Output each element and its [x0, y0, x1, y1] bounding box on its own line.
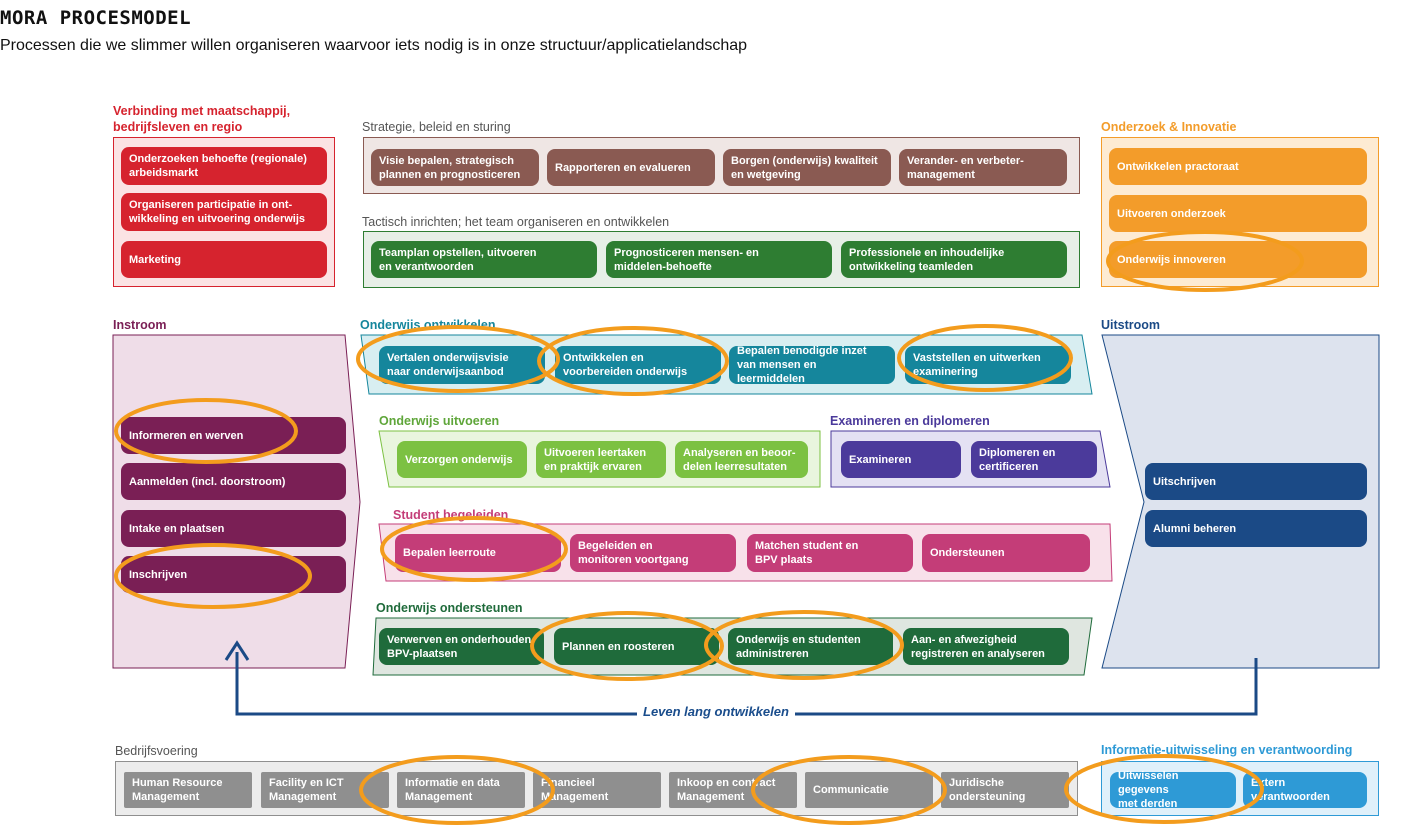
verbinding-item-2: Marketing — [121, 241, 327, 278]
onderzoek-label: Onderzoek & Innovatie — [1101, 120, 1237, 134]
tactisch-label: Tactisch inrichten; het team organiseren… — [362, 215, 670, 229]
uitstroom-item-0: Uitschrijven — [1145, 463, 1367, 500]
informatie-item-1: Extern verantwoorden — [1243, 772, 1367, 808]
instroom-label: Instroom — [113, 318, 167, 332]
strategie-item-0: Visie bepalen, strategisch plannen en pr… — [371, 149, 539, 186]
strategie-label: Strategie, beleid en sturing — [362, 120, 511, 134]
bedrijfsvoering-item-3: Financieel Management — [533, 772, 661, 808]
cycle-label: Leven lang ontwikkelen — [637, 704, 795, 719]
onderwijs-ontwikkelen-item-1: Ontwikkelen en voorbereiden onderwijs — [555, 346, 721, 384]
onderwijs-ontwikkelen-item-0: Vertalen onderwijsvisie naar onderwijsaa… — [379, 346, 545, 384]
onderwijs-uitvoeren-label: Onderwijs uitvoeren — [379, 414, 500, 428]
onderzoek-item-0: Ontwikkelen practoraat — [1109, 148, 1367, 185]
tactisch-item-0: Teamplan opstellen, uitvoeren en verantw… — [371, 241, 597, 278]
verbinding-item-1: Organiseren participatie in ont- wikkeli… — [121, 193, 327, 231]
uitstroom-label: Uitstroom — [1101, 318, 1161, 332]
page-title: MORA PROCESMODEL — [0, 7, 192, 29]
examineren-item-0: Examineren — [841, 441, 961, 478]
onderwijs-ontwikkelen-item-2: Bepalen benodigde inzet van mensen en le… — [729, 345, 895, 385]
informatie-label: Informatie-uitwisseling en verantwoordin… — [1101, 743, 1353, 757]
uitstroom-item-1: Alumni beheren — [1145, 510, 1367, 547]
page-subtitle: Processen die we slimmer willen organise… — [0, 37, 748, 54]
bedrijfsvoering-item-1: Facility en ICT Management — [261, 772, 389, 808]
onderwijs-ontwikkelen-item-3: Vaststellen en uitwerken examinering — [905, 346, 1071, 384]
student-begeleiden-item-1: Begeleiden en monitoren voortgang — [570, 534, 736, 572]
informatie-item-0: Uitwisselen gegevens met derden — [1110, 770, 1236, 810]
examineren-item-1: Diplomeren en certificeren — [971, 441, 1097, 478]
instroom-item-2: Intake en plaatsen — [121, 510, 346, 547]
bedrijfsvoering-label: Bedrijfsvoering — [115, 744, 198, 758]
onderwijs-ondersteunen-item-0: Verwerven en onderhouden BPV-plaatsen — [379, 628, 544, 665]
strategie-item-3: Verander- en verbeter- management — [899, 149, 1067, 186]
strategie-item-1: Rapporteren en evalueren — [547, 149, 715, 186]
uitstroom-arrow-panel — [1101, 334, 1380, 669]
onderwijs-ondersteunen-label: Onderwijs ondersteunen — [376, 601, 523, 615]
verbinding-item-0: Onderzoeken behoefte (regionale) arbeids… — [121, 147, 327, 185]
onderzoek-item-1: Uitvoeren onderzoek — [1109, 195, 1367, 232]
instroom-item-3: Inschrijven — [121, 556, 346, 593]
onderwijs-ondersteunen-item-2: Onderwijs en studenten administreren — [728, 628, 893, 665]
student-begeleiden-item-0: Bepalen leerroute — [395, 534, 561, 572]
onderzoek-item-2: Onderwijs innoveren — [1109, 241, 1367, 278]
tactisch-item-1: Prognosticeren mensen- en middelen-behoe… — [606, 241, 832, 278]
onderwijs-ondersteunen-item-3: Aan- en afwezigheid registreren en analy… — [903, 628, 1069, 665]
strategie-item-2: Borgen (onderwijs) kwaliteit en wetgevin… — [723, 149, 891, 186]
bedrijfsvoering-item-2: Informatie en data Management — [397, 772, 525, 808]
onderwijs-ondersteunen-item-1: Plannen en roosteren — [554, 628, 719, 665]
instroom-item-1: Aanmelden (incl. doorstroom) — [121, 463, 346, 500]
tactisch-item-2: Professionele en inhoudelijke ontwikkeli… — [841, 241, 1067, 278]
bedrijfsvoering-item-0: Human Resource Management — [124, 772, 252, 808]
onderwijs-uitvoeren-item-2: Analyseren en beoor- delen leerresultate… — [675, 441, 808, 478]
instroom-arrow-panel — [112, 334, 361, 669]
examineren-label: Examineren en diplomeren — [830, 414, 990, 428]
verbinding-label: Verbinding met maatschappij, bedrijfslev… — [113, 104, 291, 134]
onderwijs-uitvoeren-item-1: Uitvoeren leertaken en praktijk ervaren — [536, 441, 666, 478]
student-begeleiden-item-2: Matchen student en BPV plaats — [747, 534, 913, 572]
onderwijs-uitvoeren-item-0: Verzorgen onderwijs — [397, 441, 527, 478]
student-begeleiden-label: Student begeleiden — [393, 508, 509, 522]
instroom-item-0: Informeren en werven — [121, 417, 346, 454]
bedrijfsvoering-item-4: Inkoop en contract Management — [669, 772, 797, 808]
bedrijfsvoering-item-5: Communicatie — [805, 772, 933, 808]
bedrijfsvoering-item-6: Juridische ondersteuning — [941, 772, 1069, 808]
onderwijs-ontwikkelen-label: Onderwijs ontwikkelen — [360, 318, 496, 332]
student-begeleiden-item-3: Ondersteunen — [922, 534, 1090, 572]
